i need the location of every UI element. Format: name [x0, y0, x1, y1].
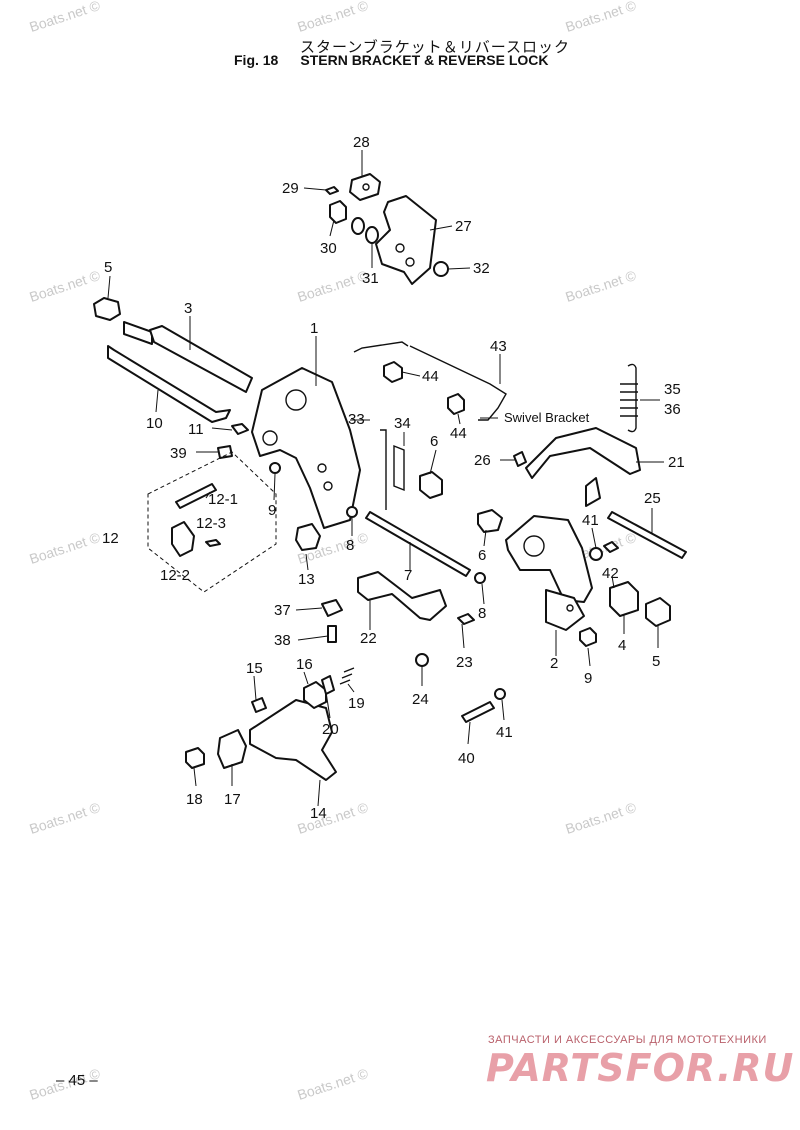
- part-drawing-bracket-right: [477, 509, 619, 631]
- part-label: 18: [186, 791, 203, 808]
- part-drawing-tilt-lever: [185, 667, 506, 781]
- part-drawing-right-nuts: [346, 506, 671, 647]
- part-label: 12-3: [196, 515, 226, 532]
- part-label: 27: [455, 218, 472, 235]
- part-label: 8: [478, 605, 486, 622]
- part-label: 5: [104, 259, 112, 276]
- part-drawing-reverse-lock: [321, 571, 475, 667]
- part-number-labels: 28 29 27 30 31 32 5 3 1 43 44 35 36 10 1…: [102, 134, 685, 822]
- part-label: 2: [550, 655, 558, 672]
- part-label: 26: [474, 452, 491, 469]
- part-label: 6: [430, 433, 438, 450]
- part-label: 14: [310, 805, 327, 822]
- part-label: 12-2: [160, 567, 190, 584]
- part-drawing-rods: [365, 511, 687, 577]
- part-label: 3: [184, 300, 192, 317]
- figure-number: Fig. 18: [234, 52, 279, 68]
- page-title: Fig. 18 STERN BRACKET & REVERSE LOCK: [234, 52, 549, 68]
- part-label: 23: [456, 654, 473, 671]
- part-label: 12-1: [208, 491, 238, 508]
- part-label: 21: [668, 454, 685, 471]
- part-drawing-upper-middle: [353, 341, 527, 510]
- part-label: 30: [320, 240, 337, 257]
- part-label: 9: [584, 670, 592, 687]
- part-label: 22: [360, 630, 377, 647]
- leader-lines: [107, 150, 664, 807]
- part-label: 42: [602, 565, 619, 582]
- part-label: 15: [246, 660, 263, 677]
- part-label: 43: [490, 338, 507, 355]
- swivel-bracket-annotation: Swivel Bracket: [504, 410, 590, 425]
- part-drawing-group-12: [147, 451, 277, 593]
- part-label: 1: [310, 320, 318, 337]
- part-label: 10: [146, 415, 163, 432]
- part-label: 33: [348, 411, 365, 428]
- part-label: 12: [102, 530, 119, 547]
- part-label: 35: [664, 381, 681, 398]
- part-drawing-spring: [620, 363, 638, 433]
- part-label: 6: [478, 547, 486, 564]
- part-label: 5: [652, 653, 660, 670]
- shop-logo: PARTSFOR.RU: [486, 1046, 795, 1090]
- part-label: 20: [322, 721, 339, 738]
- part-label: 28: [353, 134, 370, 151]
- part-label: 40: [458, 750, 475, 767]
- part-drawing-top-cluster: [325, 173, 449, 285]
- part-label: 29: [282, 180, 299, 197]
- part-label: 31: [362, 270, 379, 287]
- part-label: 13: [298, 571, 315, 588]
- part-label: 39: [170, 445, 187, 462]
- part-label: 32: [473, 260, 490, 277]
- part-label: 7: [404, 567, 412, 584]
- part-label: 4: [618, 637, 626, 654]
- part-label: 11: [188, 421, 204, 438]
- part-label: 44: [422, 368, 439, 385]
- part-label: 19: [348, 695, 365, 712]
- part-label: 44: [450, 425, 467, 442]
- shop-caption: ЗАПЧАСТИ И АКСЕССУАРЫ ДЛЯ МОТОТЕХНИКИ: [488, 1034, 767, 1046]
- part-label: 37: [274, 602, 291, 619]
- part-label: 16: [296, 656, 313, 673]
- part-label: 24: [412, 691, 429, 708]
- part-drawing-frame-21: [525, 427, 641, 507]
- part-label: 8: [346, 537, 354, 554]
- part-label: 41: [582, 512, 599, 529]
- page-number: – 45 –: [56, 1072, 98, 1089]
- part-label: 38: [274, 632, 291, 649]
- part-label: 25: [644, 490, 661, 507]
- figure-title: STERN BRACKET & REVERSE LOCK: [300, 52, 549, 68]
- part-drawing-left: [93, 297, 253, 459]
- part-drawing-bracket-left: [251, 367, 361, 551]
- part-label: 41: [496, 724, 513, 741]
- part-label: 17: [224, 791, 241, 808]
- part-label: 36: [664, 401, 681, 418]
- part-label: 9: [268, 502, 276, 519]
- page-title-japanese: スターンブラケット＆リバースロック: [300, 38, 571, 56]
- part-label: 34: [394, 415, 411, 432]
